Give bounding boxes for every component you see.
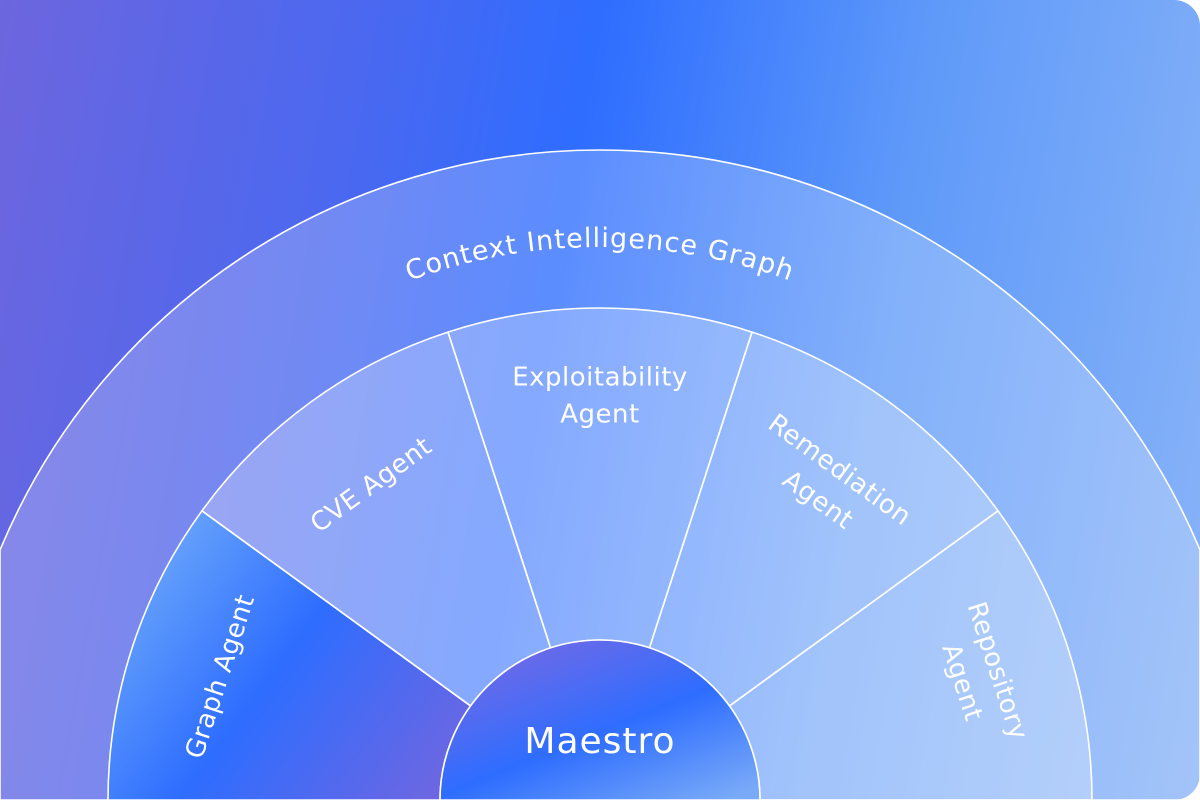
agent-label-line: Agent — [560, 400, 639, 430]
agent-label-line: Exploitability — [512, 363, 688, 393]
maestro-hub[interactable] — [439, 639, 761, 800]
maestro-label: Maestro — [524, 721, 675, 762]
